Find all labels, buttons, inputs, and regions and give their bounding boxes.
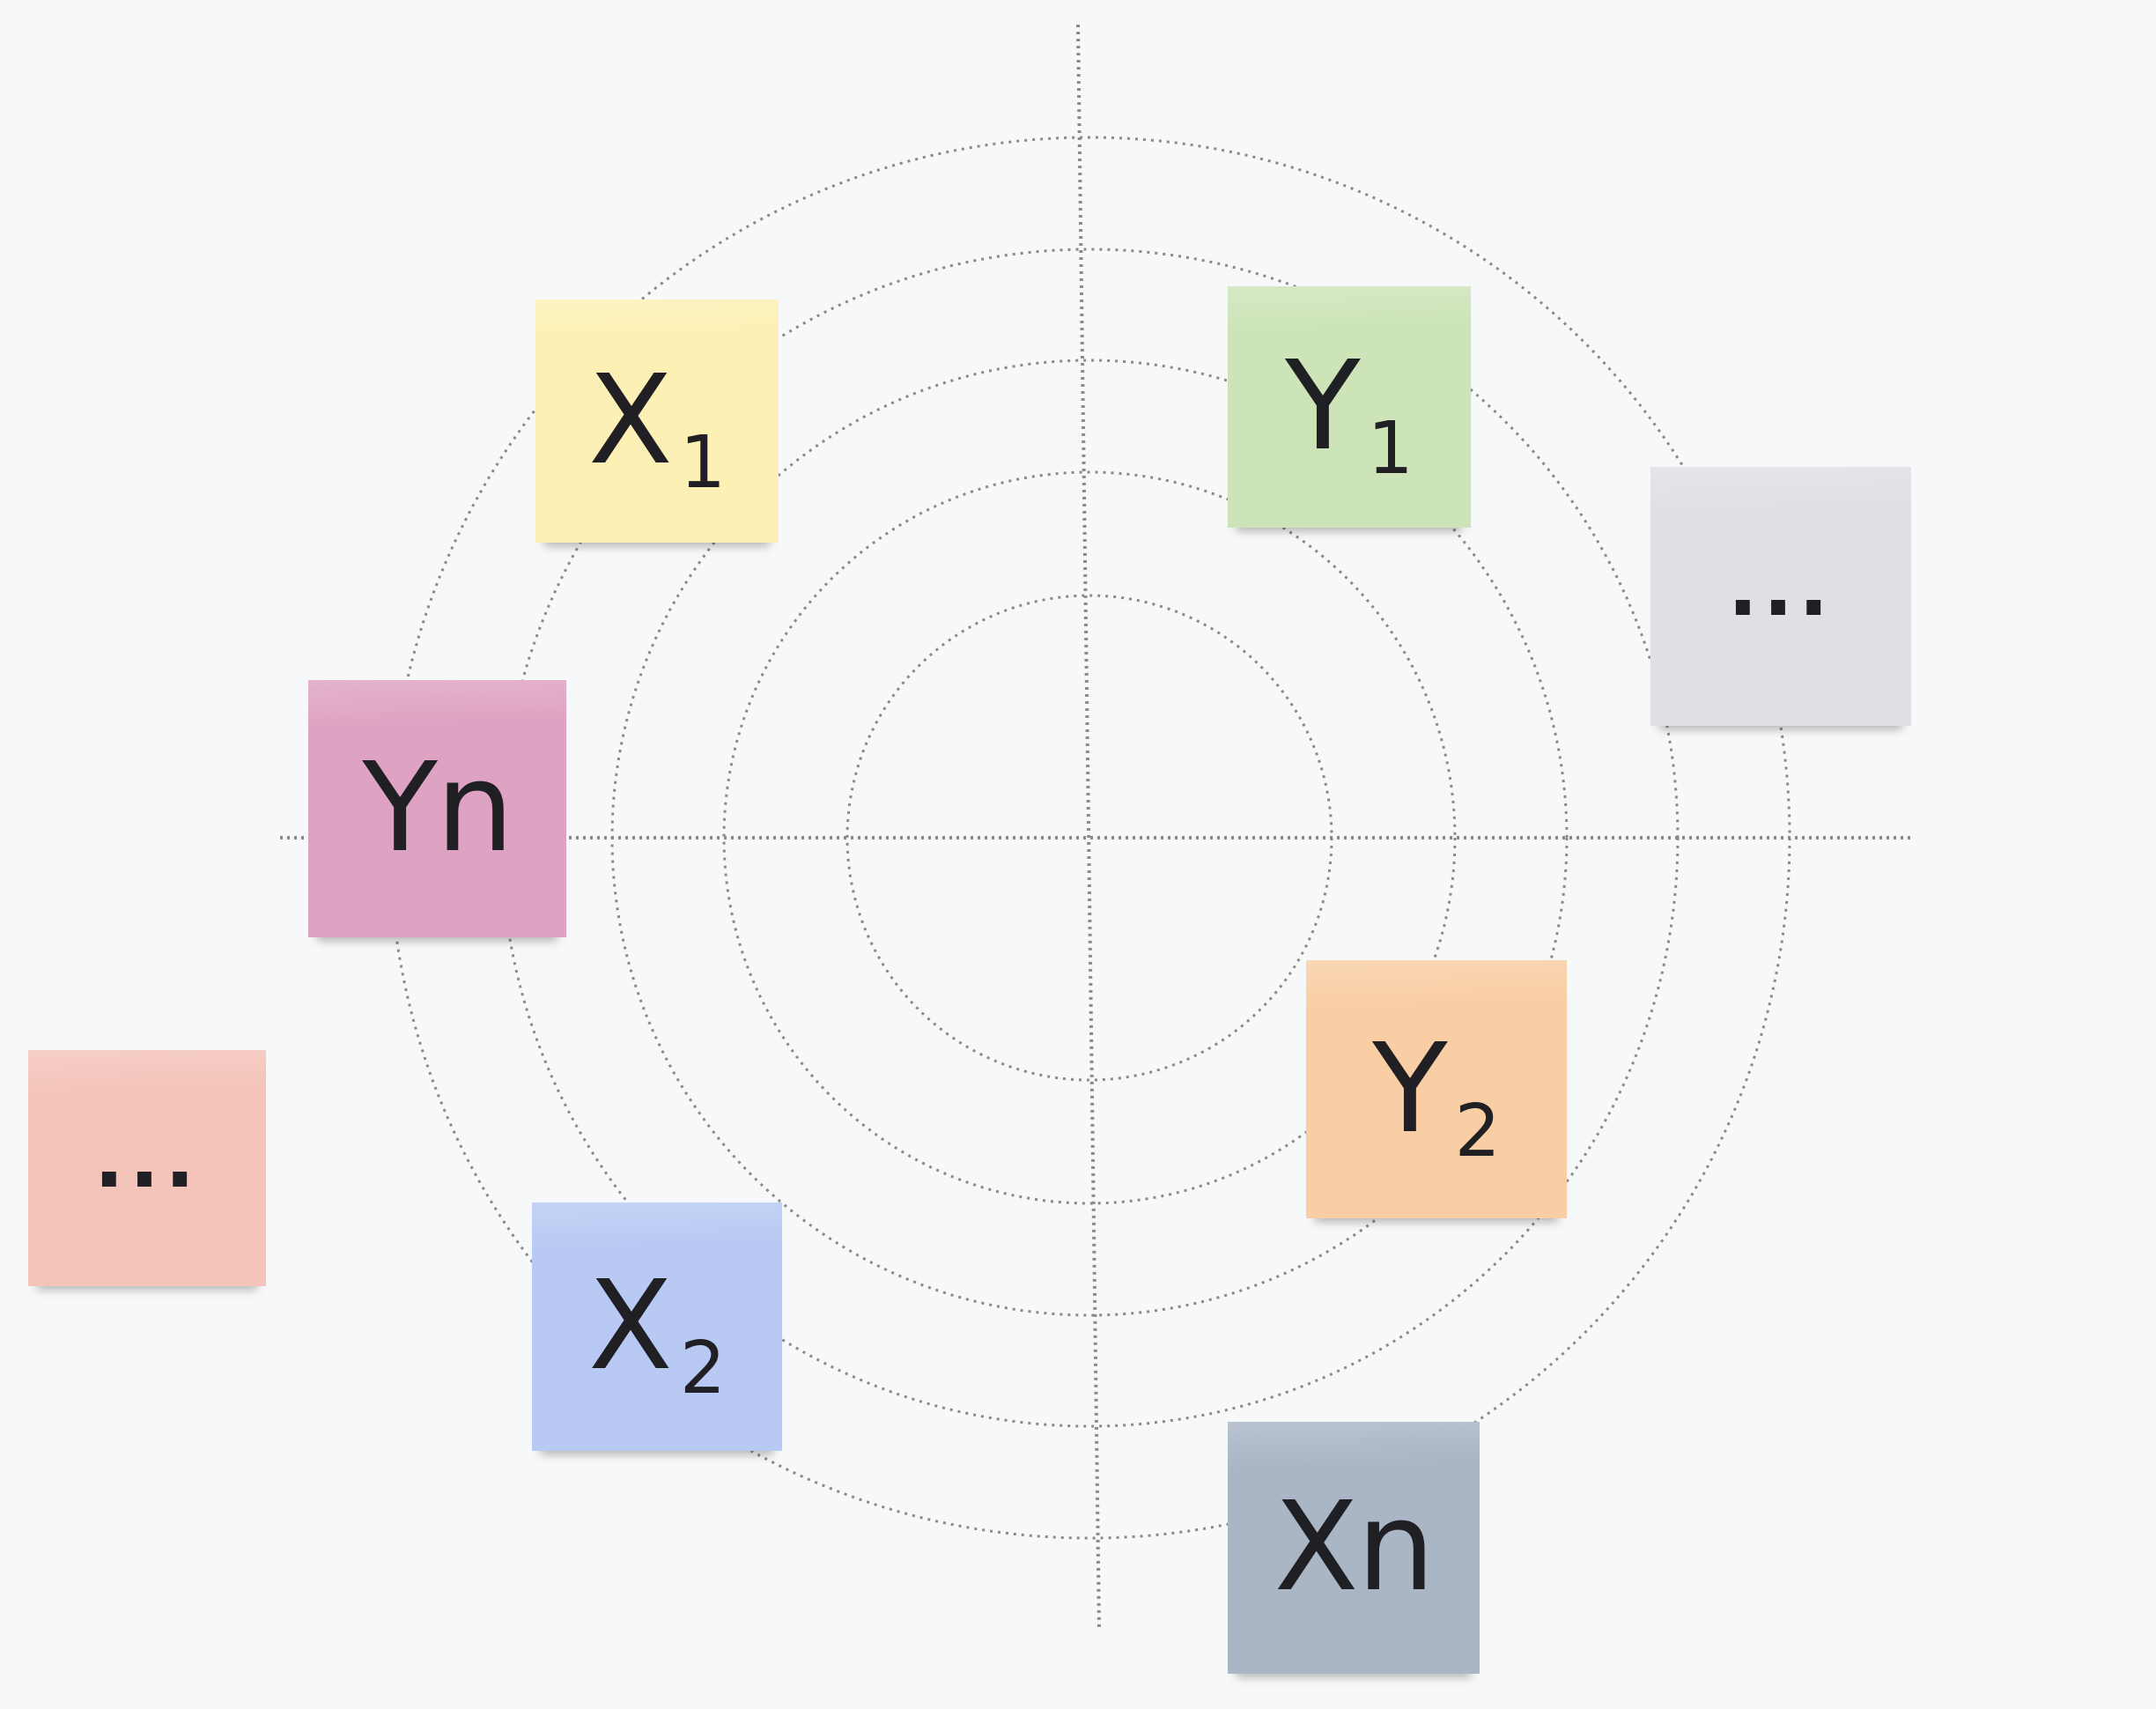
ellipsis-icon: ... <box>1727 541 1835 634</box>
note-yn-label: Yn <box>362 736 513 880</box>
ellipsis-icon: ... <box>93 1113 201 1206</box>
target-ring-2 <box>722 470 1457 1205</box>
sticky-note-xn[interactable]: Xn <box>1228 1422 1480 1674</box>
sticky-note-more-gray[interactable]: ... <box>1650 467 1911 726</box>
target-ring-1 <box>845 594 1333 1082</box>
sticky-note-yn[interactable]: Yn <box>308 680 566 937</box>
vertical-axis <box>1076 24 1101 1631</box>
sticky-note-more-pink[interactable]: ... <box>28 1050 266 1286</box>
note-xn-label: Xn <box>1274 1476 1436 1619</box>
